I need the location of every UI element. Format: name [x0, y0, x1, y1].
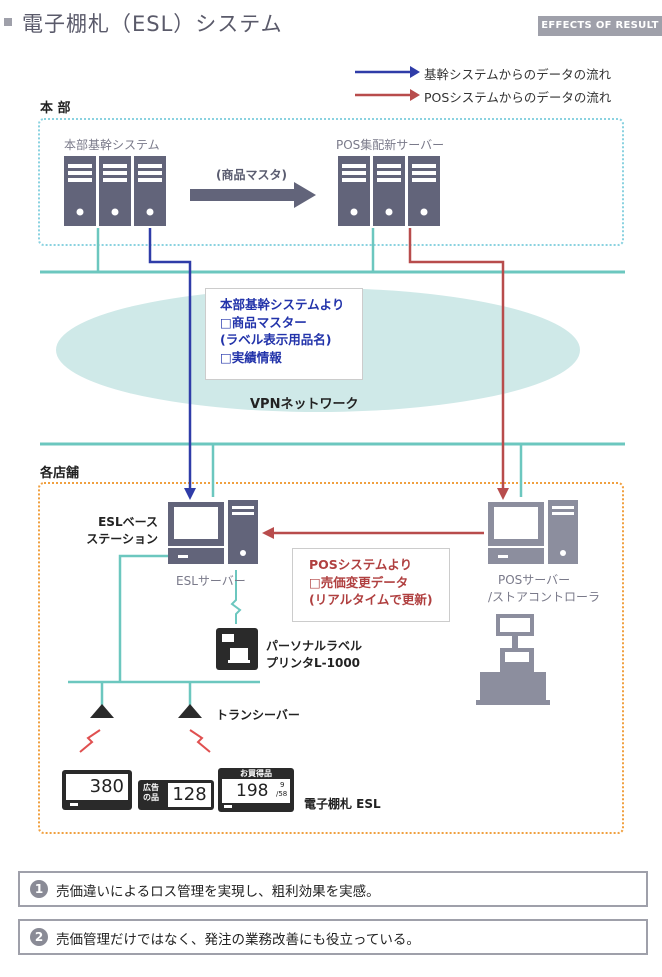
pos-callout-line2: □売価変更データ — [309, 575, 409, 590]
esl-label: 電子棚札 ESL — [304, 797, 381, 811]
printer-link — [230, 570, 242, 624]
transceiver-icon-1 — [90, 704, 114, 718]
store-zone — [38, 482, 624, 834]
radio-signal-2 — [189, 729, 211, 753]
legend-label-core: 基幹システムからのデータの流れ — [424, 67, 612, 82]
transceiver-icon-2 — [178, 704, 202, 718]
esl-base-line1: ESLベース — [98, 515, 158, 529]
esl-base-line2: ステーション — [86, 532, 158, 546]
esl-server-label: ESLサーバー — [176, 574, 246, 588]
core-callout-line3: (ラベル表示用品名) — [220, 332, 332, 347]
printer-line2: プリンタL-1000 — [266, 656, 361, 670]
core-data-flow-line — [148, 228, 196, 500]
transceiver-label: トランシーバー — [216, 708, 300, 722]
esl-tag-3-date-bottom: /58 — [276, 790, 288, 798]
effect-number-1: 1 — [30, 880, 48, 898]
core-callout-line2: □商品マスター — [220, 315, 307, 330]
esl-tag-3-price: 198 — [236, 781, 269, 801]
master-transfer-arrow — [190, 182, 316, 208]
vpn-label: VPNネットワーク — [250, 397, 359, 412]
core-system-label: 本部基幹システム — [64, 138, 160, 152]
pos-server-line1: POSサーバー — [498, 573, 571, 587]
effect-number-2: 2 — [30, 928, 48, 946]
effect-text-2: 売価管理だけではなく、発注の業務改善にも役立っている。 — [56, 932, 420, 948]
pos-to-esl-arrow — [262, 527, 484, 539]
master-transfer-label: (商品マスタ) — [216, 168, 287, 182]
printer-label: パーソナルラベル プリンタL-1000 — [266, 638, 362, 672]
esl-tag-3-date: 9 /58 — [276, 781, 287, 799]
esl-tag-2 — [138, 780, 214, 810]
pos-data-flow-line — [408, 228, 509, 500]
esl-server-icon — [168, 500, 258, 564]
esl-tag-1 — [62, 770, 132, 810]
pos-register-icon — [476, 614, 550, 705]
legend-arrow-core — [355, 66, 420, 78]
core-system-server-icon — [64, 156, 166, 226]
store-label: 各店舗 — [40, 466, 80, 481]
effect-item-1: 1 売価違いによるロス管理を実現し、粗利効果を実感。 — [18, 871, 648, 907]
core-data-callout: 本部基幹システムより □商品マスター (ラベル表示用品名) □実績情報 — [205, 288, 363, 380]
label-printer-icon — [216, 628, 258, 670]
esl-tag-2-price: 128 — [172, 784, 207, 805]
esl-tag-1-price: 380 — [89, 776, 124, 797]
legend-arrow-pos — [355, 89, 420, 101]
esl-tag-3-date-top: 9 — [280, 781, 285, 789]
pos-collection-server-icon — [338, 156, 440, 226]
headquarters-zone — [38, 118, 624, 246]
pos-callout-line3: (リアルタイムで更新) — [309, 592, 433, 607]
effects-badge: EFFECTS OF RESULT — [538, 16, 662, 36]
esl-tag-2-prefix: 広告 の品 — [143, 783, 159, 803]
pos-server-hq-label: POS集配新サーバー — [336, 138, 445, 152]
pos-server-line2: /ストアコントローラ — [488, 590, 601, 604]
core-callout-line4: □実績情報 — [220, 350, 282, 365]
title-marker — [4, 18, 12, 26]
headquarters-label: 本 部 — [40, 101, 71, 116]
esl-tag-2-prefix-line2: の品 — [143, 793, 159, 802]
effect-text-1: 売価違いによるロス管理を実現し、粗利効果を実感。 — [56, 884, 380, 900]
esl-base-station-label: ESLベース ステーション — [86, 514, 158, 548]
effect-item-2: 2 売価管理だけではなく、発注の業務改善にも役立っている。 — [18, 919, 648, 955]
legend-label-pos: POSシステムからのデータの流れ — [424, 90, 612, 105]
pos-data-callout: POSシステムより □売価変更データ (リアルタイムで更新) — [292, 548, 450, 622]
esl-tag-3-header: お買得品 — [240, 769, 272, 778]
esl-tag-2-prefix-line1: 広告 — [143, 783, 159, 792]
core-callout-line1: 本部基幹システムより — [220, 297, 345, 312]
printer-line1: パーソナルラベル — [266, 639, 363, 653]
pos-callout-line1: POSシステムより — [309, 557, 413, 572]
page-title: 電子棚札（ESL）システム — [22, 12, 283, 36]
pos-server-store-label: POSサーバー /ストアコントローラ — [488, 572, 600, 606]
pos-server-icon — [488, 500, 578, 564]
radio-signal-1 — [79, 729, 101, 753]
esl-tag-3 — [218, 768, 294, 812]
